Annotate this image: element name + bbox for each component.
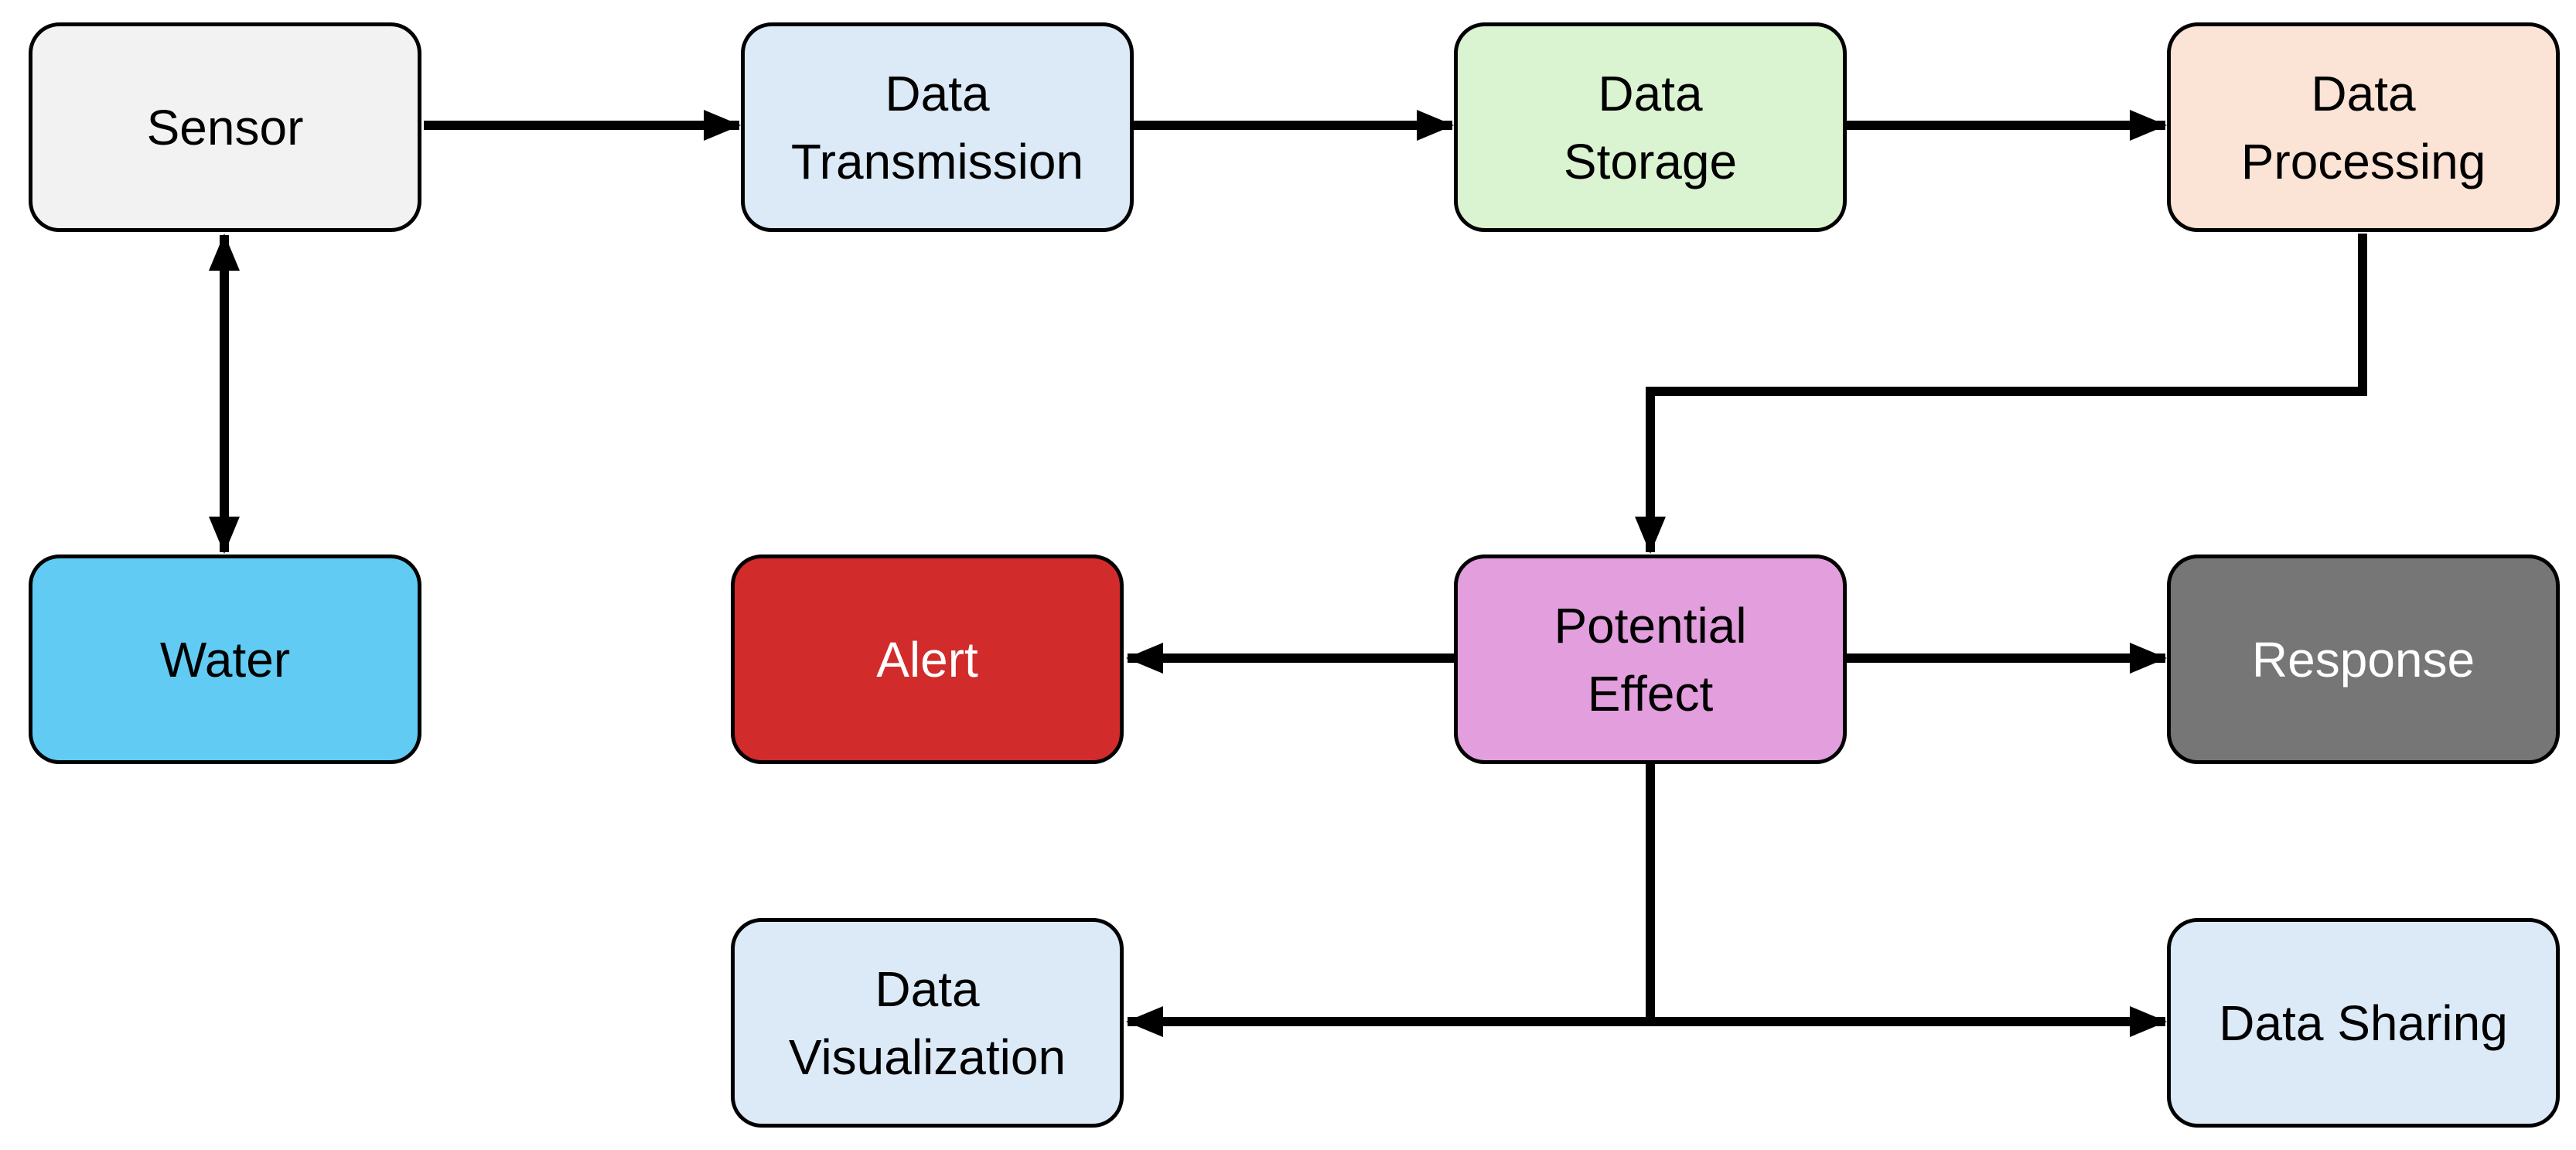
node-sensor: Sensor xyxy=(29,22,421,232)
node-data-visualization-label-line-2: Visualization xyxy=(788,1029,1066,1085)
node-response-label: Response xyxy=(2251,631,2475,688)
node-alert-label: Alert xyxy=(876,631,978,688)
node-data-visualization-label-line-1: Data xyxy=(875,961,980,1017)
node-data-sharing: Data Sharing xyxy=(2167,918,2560,1128)
node-sensor-label: Sensor xyxy=(146,99,304,155)
node-data-storage: Data Storage xyxy=(1454,22,1847,232)
node-data-sharing-label: Data Sharing xyxy=(2219,995,2508,1051)
node-data-processing-label-line-1: Data xyxy=(2311,65,2416,121)
node-data-transmission-label-line-1: Data xyxy=(885,65,990,121)
node-potential-effect: Potential Effect xyxy=(1454,555,1847,764)
node-data-transmission: Data Transmission xyxy=(741,22,1134,232)
node-potential-effect-label-line-1: Potential xyxy=(1554,597,1747,653)
edge-data-processing-to-potential-effect xyxy=(1635,234,2367,554)
node-water-label: Water xyxy=(159,631,291,688)
node-data-processing: Data Processing xyxy=(2167,22,2560,232)
node-data-transmission-label-line-2: Transmission xyxy=(790,133,1084,189)
node-water: Water xyxy=(29,555,421,764)
node-data-storage-label-line-1: Data xyxy=(1598,65,1703,121)
node-data-storage-label-line-2: Storage xyxy=(1563,133,1738,189)
node-data-processing-label-line-2: Processing xyxy=(2240,133,2486,189)
node-potential-effect-label-line-2: Effect xyxy=(1587,665,1714,722)
node-response: Response xyxy=(2167,555,2560,764)
node-data-visualization: Data Visualization xyxy=(731,918,1124,1128)
node-alert: Alert xyxy=(731,555,1124,764)
